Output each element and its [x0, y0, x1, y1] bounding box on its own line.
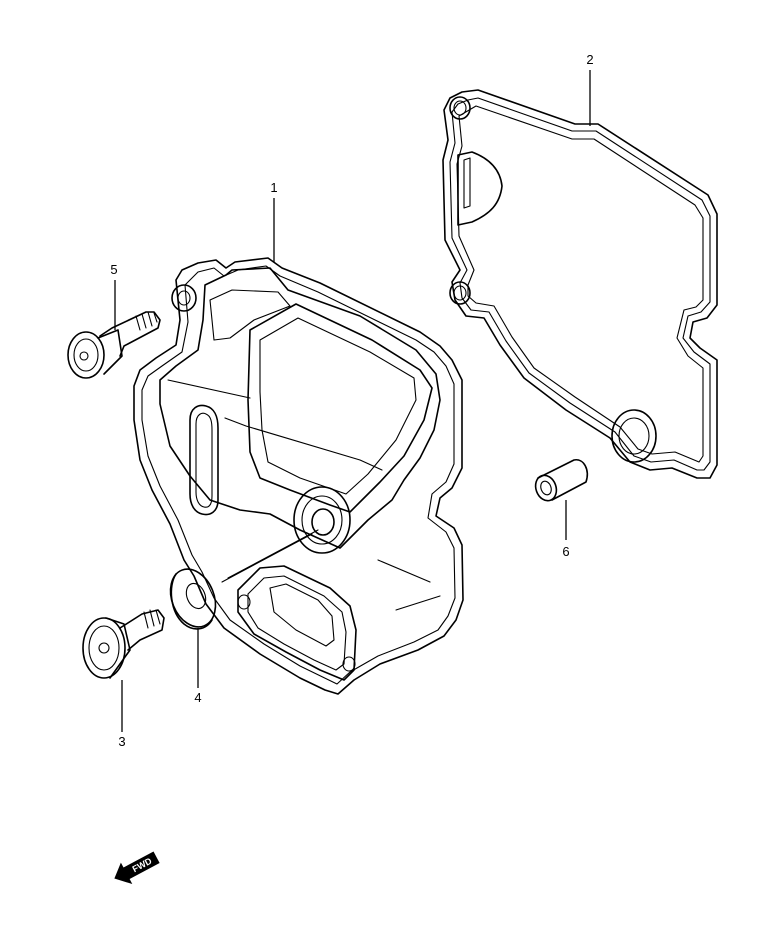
washer-icon: [169, 568, 217, 630]
callout-6: 6: [562, 544, 569, 559]
forward-arrow-icon: FWD: [114, 851, 160, 884]
cylinder-head-cover-icon: [133, 257, 464, 695]
bolt-icon: [67, 311, 161, 379]
dowel-pin-icon: [534, 459, 589, 502]
callout-5: 5: [110, 262, 117, 277]
callout-3: 3: [118, 734, 125, 749]
callout-4: 4: [194, 690, 201, 705]
head-cover-gasket-icon: [442, 89, 718, 479]
callout-1: 1: [270, 180, 277, 195]
callout-2: 2: [586, 52, 593, 67]
flange-bolt-icon: [82, 609, 165, 679]
